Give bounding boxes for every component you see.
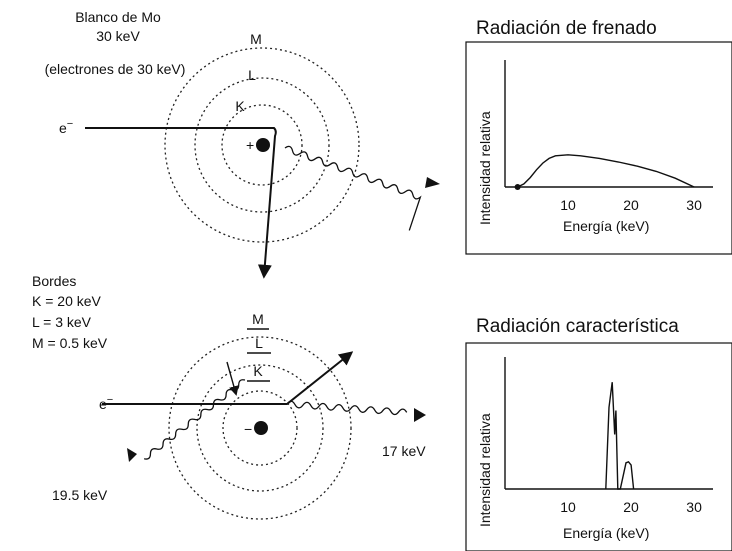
bremsstrahlung-photon [284, 145, 422, 231]
chart2-xtick-label: 30 [686, 499, 702, 515]
photon-19-5-kev [143, 379, 246, 460]
nucleus [256, 138, 270, 152]
shell-k-label: K [235, 98, 245, 114]
chart2-ticks: 10 20 30 [560, 499, 702, 515]
shell-m-label: M [252, 311, 264, 327]
target-label-line2: 30 keV [96, 28, 140, 44]
chart1-ticks: 10 20 30 [560, 197, 702, 213]
photon-arrowhead [425, 177, 440, 188]
chart-bremsstrahlung: Radiación de frenado Intensidad relativa… [465, 18, 732, 255]
shell-k-label: K [253, 363, 263, 379]
shell-m-orbit [168, 336, 352, 520]
chart2-xtick-label: 20 [623, 499, 639, 515]
chart1-start-point [514, 184, 521, 190]
nucleus [254, 421, 268, 435]
shell-l-orbit [196, 364, 324, 492]
shell-k-orbit [222, 390, 298, 466]
nucleus-sign: + [246, 137, 254, 153]
characteristic-diagram: Bordes K = 20 keV L = 3 keV M = 0.5 keV … [32, 273, 426, 520]
target-label-line1: Blanco de Mo [75, 9, 161, 25]
edge-m: M = 0.5 keV [32, 335, 108, 351]
edge-k: K = 20 keV [32, 293, 102, 309]
photon-right-label: 17 keV [382, 443, 426, 459]
photon-left-label: 19.5 keV [52, 487, 108, 503]
chart2-ylabel: Intensidad relativa [477, 413, 493, 527]
incoming-vacancy-arrow [226, 361, 239, 396]
chart1-frame [465, 41, 732, 255]
photon-left-arrowhead [127, 448, 137, 462]
shell-l-label: L [248, 67, 256, 83]
chart1-xtick-label: 20 [623, 197, 639, 213]
chart2-series-line [605, 382, 635, 490]
photon-right-arrowhead [414, 408, 426, 422]
shell-m-orbit [164, 47, 360, 243]
chart-characteristic: Radiación característica Intensidad rela… [465, 316, 732, 551]
edge-l: L = 3 keV [32, 314, 92, 330]
chart2-frame [465, 342, 732, 551]
chart2-title: Radiación característica [476, 316, 679, 337]
target-label-line3: (electrones de 30 keV) [45, 61, 186, 77]
chart2-xlabel: Energía (keV) [563, 525, 649, 541]
electron-label: e− [59, 118, 73, 136]
shell-k-orbit [221, 104, 303, 186]
chart1-title: Radiación de frenado [476, 18, 657, 39]
shell-l-label: L [255, 335, 263, 351]
chart2-xtick-label: 10 [560, 499, 576, 515]
electron-path [85, 127, 277, 279]
shell-m-label: M [250, 31, 262, 47]
photon-17-kev [286, 400, 408, 416]
chart1-xtick-label: 30 [686, 197, 702, 213]
chart1-series-line [517, 154, 695, 188]
nucleus-sign: − [244, 421, 252, 437]
chart1-xtick-label: 10 [560, 197, 576, 213]
shell-l-orbit [194, 77, 330, 213]
bremsstrahlung-diagram: Blanco de Mo 30 keV (electrones de 30 ke… [45, 9, 440, 279]
edges-title: Bordes [32, 273, 76, 289]
chart1-xlabel: Energía (keV) [563, 218, 649, 234]
chart1-ylabel: Intensidad relativa [477, 111, 493, 225]
